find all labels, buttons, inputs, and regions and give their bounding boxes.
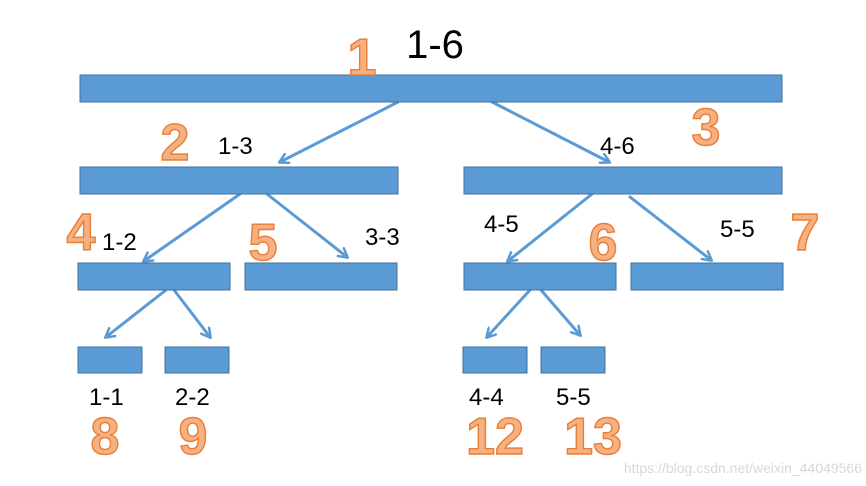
node-range-label-4: 1-2 xyxy=(102,229,137,256)
node-number-5: 5 xyxy=(249,214,278,272)
node-range-label-2: 1-3 xyxy=(218,133,253,160)
edge-arrow-4-to-9 xyxy=(172,288,210,337)
node-range-label-8: 1-1 xyxy=(89,384,124,411)
node-number-9: 9 xyxy=(179,408,208,466)
edge-arrow-6-to-13 xyxy=(539,288,580,335)
node-range-label-3: 4-6 xyxy=(600,133,635,160)
node-range-label-6: 4-5 xyxy=(484,211,519,238)
node-range-label-7: 5-5 xyxy=(720,216,755,243)
edge-arrow-1-to-2 xyxy=(280,100,400,162)
edge-arrow-3-to-6 xyxy=(508,192,594,261)
node-range-label-12: 4-4 xyxy=(469,384,504,411)
node-bar-6 xyxy=(463,262,617,291)
node-number-13: 13 xyxy=(564,408,622,466)
node-bar-3 xyxy=(463,166,783,195)
node-number-4: 4 xyxy=(67,204,96,262)
node-bar-13 xyxy=(540,346,606,374)
node-number-8: 8 xyxy=(91,408,120,466)
node-range-label-13: 5-5 xyxy=(556,384,591,411)
edge-arrow-6-to-12 xyxy=(487,288,532,337)
edges-layer xyxy=(106,100,711,337)
node-bar-12 xyxy=(462,346,528,374)
node-bar-7 xyxy=(630,262,784,291)
node-bar-8 xyxy=(77,346,143,374)
node-number-3: 3 xyxy=(692,99,721,157)
node-number-6: 6 xyxy=(589,214,618,272)
node-range-label-5: 3-3 xyxy=(365,224,400,251)
node-bar-1 xyxy=(79,74,783,103)
edge-arrow-1-to-3 xyxy=(490,100,609,162)
edge-arrow-2-to-4 xyxy=(144,192,242,261)
watermark-text: https://blog.csdn.net/weixin_44049566 xyxy=(624,460,862,476)
node-bar-4 xyxy=(77,262,231,291)
edge-arrow-2-to-5 xyxy=(265,192,347,257)
bars-layer xyxy=(77,74,784,374)
node-bar-5 xyxy=(244,262,398,291)
node-number-12: 12 xyxy=(466,408,524,466)
node-number-1: 1 xyxy=(348,29,377,87)
edge-arrow-3-to-7 xyxy=(628,195,711,260)
node-bar-9 xyxy=(164,346,230,374)
node-range-label-1: 1-6 xyxy=(406,23,464,67)
node-range-label-9: 2-2 xyxy=(175,384,210,411)
node-bar-2 xyxy=(79,166,399,195)
node-number-2: 2 xyxy=(161,114,190,172)
labels-layer: 1-6 1-3 4-6 1-2 3-3 4-5 5-5 1-1 2-2 4-4 5-5 xyxy=(89,23,755,411)
node-number-7: 7 xyxy=(791,204,820,262)
edge-arrow-4-to-8 xyxy=(106,288,168,337)
